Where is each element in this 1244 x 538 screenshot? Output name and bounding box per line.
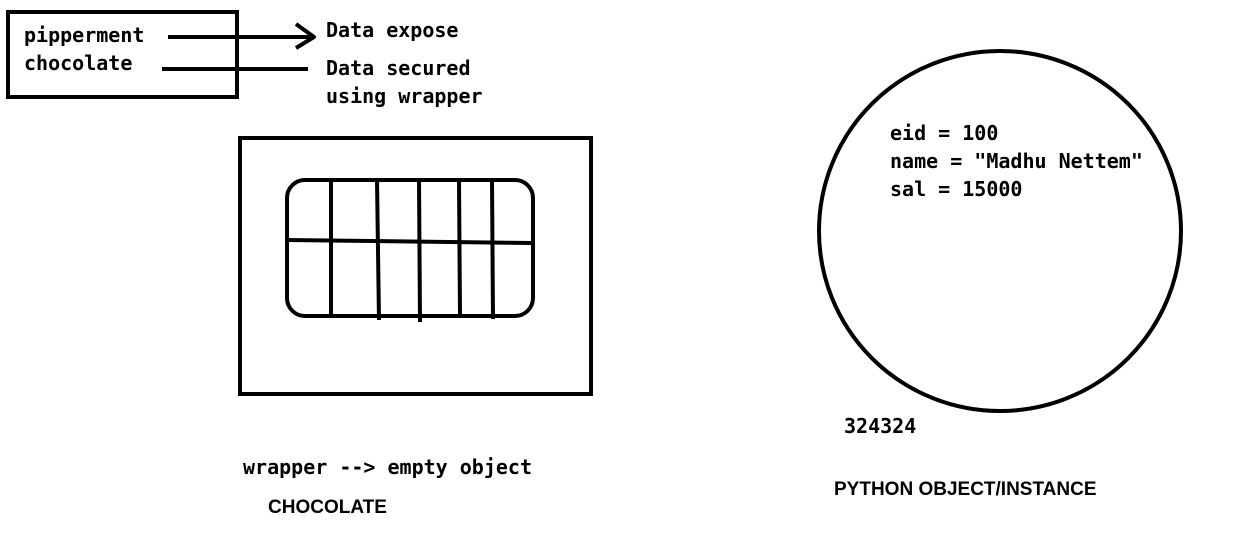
object-id: 324324 — [844, 414, 916, 438]
chocolate-caption: CHOCOLATE — [268, 497, 387, 518]
data-secured-label: Data secured — [326, 56, 471, 80]
python-object-circle — [817, 49, 1183, 413]
box-label-chocolate: chocolate — [24, 51, 132, 75]
chocolate-vertical-divider — [375, 179, 381, 321]
python-object-caption: PYTHON OBJECT/INSTANCE — [834, 479, 1097, 500]
object-attribute: sal = 15000 — [890, 177, 1022, 201]
object-attribute: name = "Madhu Nettem" — [890, 149, 1143, 173]
wrapper-caption: wrapper --> empty object — [243, 455, 532, 479]
object-attribute: eid = 100 — [890, 121, 998, 145]
chocolate-bar — [285, 178, 535, 323]
chocolate-vertical-divider — [457, 179, 462, 317]
using-wrapper-label: using wrapper — [326, 84, 483, 108]
data-expose-label: Data expose — [326, 18, 458, 42]
chocolate-horizontal-divider — [286, 238, 534, 245]
box-label-pipperment: pipperment — [24, 23, 144, 47]
chocolate-vertical-divider — [490, 179, 495, 320]
chocolate-outline — [285, 178, 535, 318]
expose-arrow-head — [294, 22, 316, 50]
label-box — [6, 10, 239, 99]
chocolate-vertical-divider — [417, 179, 422, 323]
wrapper-box — [238, 136, 593, 396]
